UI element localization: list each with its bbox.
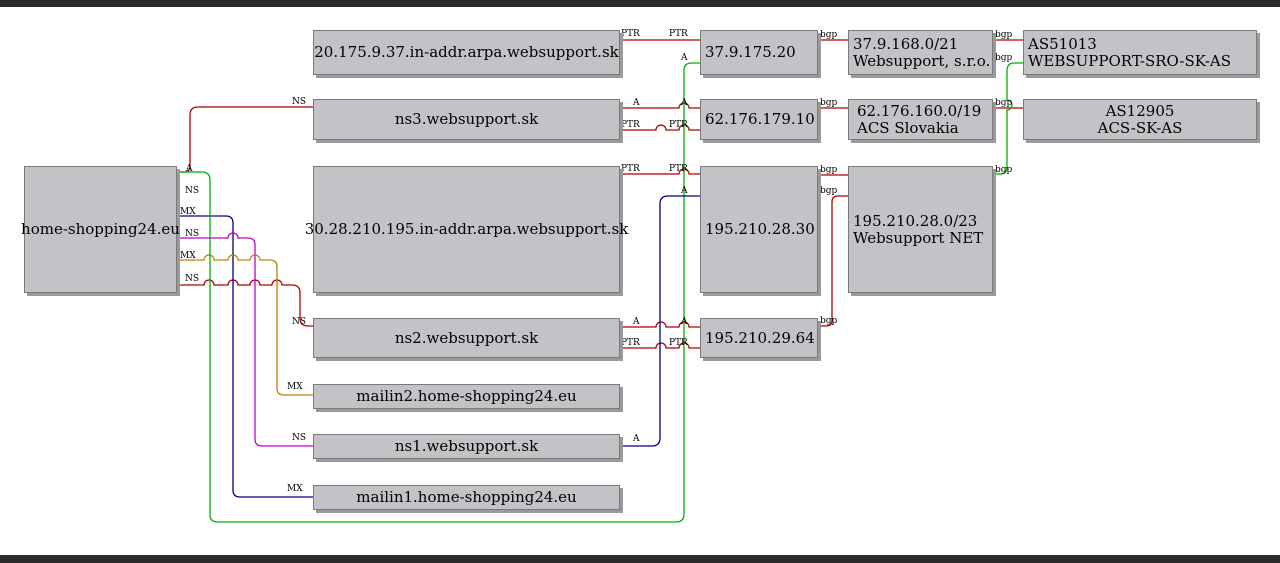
top-bar [0,0,1280,7]
ip-label: 195.210.28.30 [705,220,815,238]
bottom-bar [0,555,1280,563]
mail-server-node-mailin2[interactable]: mailin2.home-shopping24.eu [313,384,620,409]
as-node-12905[interactable]: AS12905 ACS-SK-AS [1023,99,1257,140]
edge-label-ptr: PTR [621,338,640,348]
ip-node-62-176-179-10[interactable]: 62.176.179.10 [700,99,818,140]
edge-label-ptr: PTR [669,338,688,348]
nameserver-label: ns3.websupport.sk [394,110,539,128]
edge-label-a: A [680,186,688,196]
edge-label-bgp: bgp [995,53,1013,63]
edge-label-a: A [185,164,193,174]
ptr-record-node[interactable]: 20.175.9.37.in-addr.arpa.websupport.sk [313,30,620,75]
ip-node-195-210-28-30[interactable]: 195.210.28.30 [700,166,818,293]
network-node-websupport[interactable]: 37.9.168.0/21 Websupport, s.r.o. [848,30,993,75]
network-owner-label: Websupport NET [853,228,984,247]
mail-server-node-mailin1[interactable]: mailin1.home-shopping24.eu [313,485,620,510]
edge-label-mx: MX [180,251,196,261]
network-node-websupport-net[interactable]: 195.210.28.0/23 Websupport NET [848,166,993,293]
as-name-label: ACS-SK-AS [1097,118,1183,137]
nameserver-label: ns1.websupport.sk [394,437,539,455]
edge-label-bgp: bgp [820,30,838,40]
edge-label-ns: NS [292,317,306,327]
edge-label-a: A [632,317,640,327]
edge-label-ptr: PTR [669,164,688,174]
as-number-label: AS12905 [1105,101,1175,120]
ip-label: 37.9.175.20 [705,43,796,61]
network-prefix-label: 37.9.168.0/21 [853,34,959,53]
as-node-51013[interactable]: AS51013 WEBSUPPORT-SRO-SK-AS [1023,30,1257,75]
ip-node-37-9-175-20[interactable]: 37.9.175.20 [700,30,818,75]
edge-label-bgp: bgp [820,98,838,108]
edge-label-ptr: PTR [621,164,640,174]
mail-server-label: mailin2.home-shopping24.eu [356,387,577,405]
edge-label-ptr: PTR [669,29,688,39]
edge-label-bgp: bgp [995,165,1013,175]
edge-label-ns: NS [185,229,199,239]
edge-label-mx: MX [287,484,303,494]
edge-label-ptr: PTR [621,29,640,39]
edge-label-bgp: bgp [995,30,1013,40]
network-prefix-label: 62.176.160.0/19 [857,101,982,120]
edge-label-a: A [632,98,640,108]
edge-label-a: A [680,53,688,63]
network-owner-label: ACS Slovakia [857,118,959,137]
network-node-acs[interactable]: 62.176.160.0/19 ACS Slovakia [848,99,993,140]
edge-label-bgp: bgp [820,165,838,175]
domain-node[interactable]: home-shopping24.eu [21,166,180,293]
edge-label-ptr: PTR [669,120,688,130]
ip-node-195-210-29-64[interactable]: 195.210.29.64 [700,318,818,358]
ptr-record-label: 20.175.9.37.in-addr.arpa.websupport.sk [314,43,619,61]
edge-label-ns: NS [292,97,306,107]
network-owner-label: Websupport, s.r.o. [853,51,991,70]
edge-label-a: A [680,317,688,327]
nameserver-label: ns2.websupport.sk [394,328,539,347]
edge-label-a: A [632,434,640,444]
domain-label: home-shopping24.eu [21,220,180,238]
ptr-record-node[interactable]: 30.28.210.195.in-addr.arpa.websupport.sk [305,166,628,293]
edge-label-mx: MX [180,207,196,217]
ip-label: 62.176.179.10 [705,110,815,128]
edge-label-ns: NS [292,433,306,443]
ptr-record-label: 30.28.210.195.in-addr.arpa.websupport.sk [304,220,629,238]
nameserver-node-ns3[interactable]: ns3.websupport.sk [313,99,620,140]
edge-label-mx: MX [287,382,303,392]
mail-server-label: mailin1.home-shopping24.eu [356,488,577,506]
ip-label: 195.210.29.64 [705,328,815,347]
nameserver-node-ns1[interactable]: ns1.websupport.sk [313,434,620,459]
as-name-label: WEBSUPPORT-SRO-SK-AS [1028,51,1232,70]
edge-label-ns: NS [185,274,199,284]
nameserver-node-ns2[interactable]: ns2.websupport.sk [313,318,620,358]
as-number-label: AS51013 [1028,34,1097,53]
edge-label-bgp: bgp [995,98,1013,108]
edge-label-bgp: bgp [820,186,838,196]
edge-label-a: A [680,98,688,108]
edge-label-ns: NS [185,186,199,196]
edge-label-ptr: PTR [621,120,640,130]
network-prefix-label: 195.210.28.0/23 [853,211,978,230]
edge-label-bgp: bgp [820,316,838,326]
